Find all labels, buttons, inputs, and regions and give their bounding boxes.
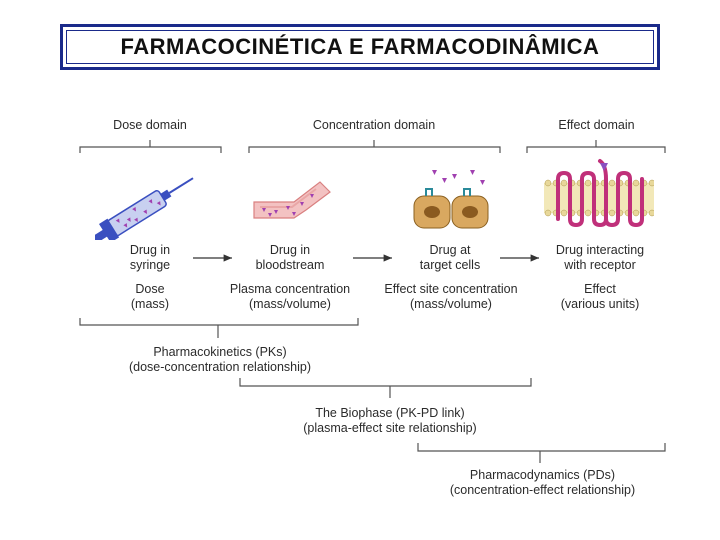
pk-relationship-label: Pharmacokinetics (PKs)(dose-concentratio… [128, 345, 312, 374]
title-inner-border [66, 30, 654, 64]
effect-domain-bracket [526, 140, 666, 153]
target-cells-illustration [413, 170, 489, 229]
pd-bracket [417, 443, 666, 463]
page-title: FARMACOCINÉTICA E FARMACODINÂMICA [120, 34, 600, 59]
biophase-relationship-label: The Biophase (PK-PD link)(plasma-effect … [303, 406, 477, 435]
effect-domain-label: Effect domain [558, 118, 635, 132]
pk-bracket [79, 318, 359, 338]
syringe-illustration [95, 177, 194, 240]
biophase-bracket [239, 378, 532, 398]
measure-plasma-label: Plasma concentration(mass/volume) [229, 282, 351, 311]
concentration-domain-bracket [248, 140, 501, 153]
measure-effect-label: Effect(various units) [560, 282, 640, 311]
pd-relationship-label: Pharmacodynamics (PDs)(concentration-eff… [449, 468, 636, 497]
concentration-domain-label: Concentration domain [312, 118, 436, 132]
dose-domain-label: Dose domain [113, 118, 187, 132]
title-box: FARMACOCINÉTICA E FARMACODINÂMICA [60, 24, 660, 70]
measure-effect-site-label: Effect site concentration(mass/volume) [384, 282, 518, 311]
receptor-illustration [544, 159, 654, 228]
dose-domain-bracket [79, 140, 222, 153]
blood-vessel-illustration [253, 181, 331, 219]
measure-dose-label: Dose(mass) [130, 282, 170, 311]
